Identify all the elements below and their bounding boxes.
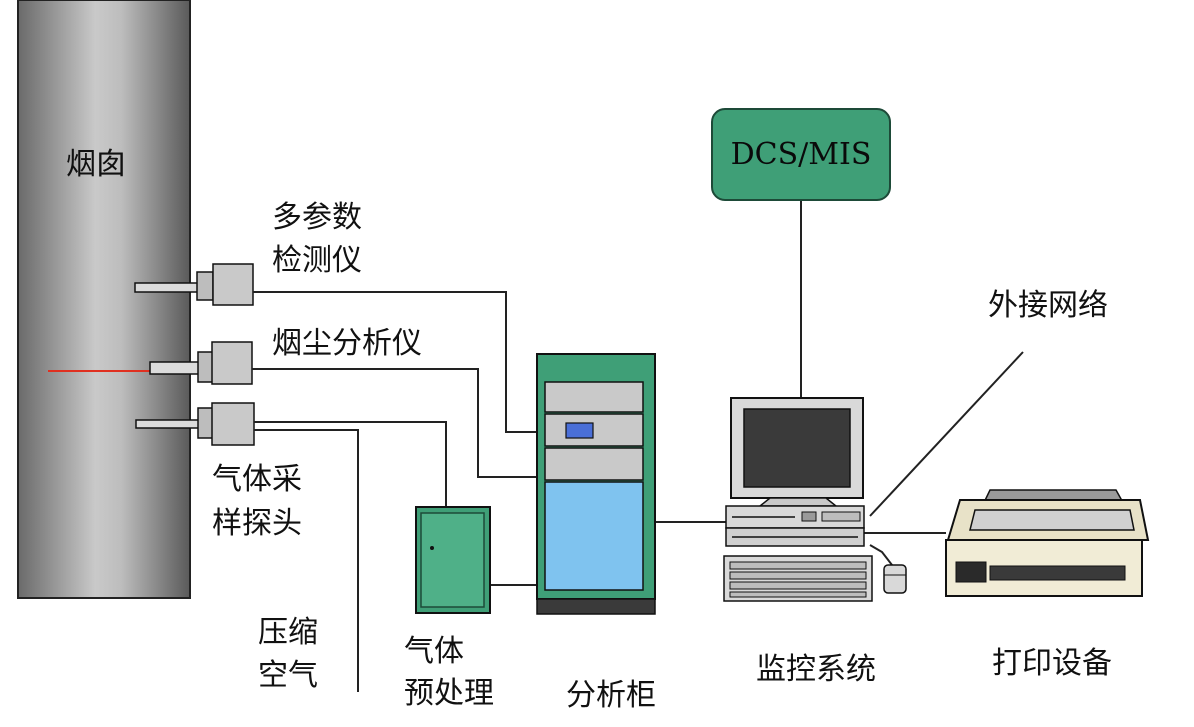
chimney: [17, 0, 191, 599]
monitoring-computer: [723, 397, 907, 602]
dust-analyzer-probe: [149, 341, 253, 385]
printer: [945, 489, 1150, 597]
gas-sampling-probe: [135, 402, 255, 446]
gas-probe-label-1: 气体采: [212, 462, 302, 497]
chimney-label: 烟囱: [66, 147, 126, 182]
multi-param-label-1: 多参数: [272, 200, 362, 235]
cabinet-label: 分析柜: [566, 678, 656, 713]
compressed-air-label-2: 空气: [258, 658, 318, 693]
dust-analyzer-label: 烟尘分析仪: [272, 326, 422, 361]
dcs-mis-label: DCS/MIS: [730, 137, 872, 172]
print-device-label: 打印设备: [992, 646, 1112, 681]
analysis-cabinet: [536, 353, 656, 615]
pretreat-label-1: 气体: [404, 634, 464, 669]
gas-pretreatment-box: [415, 506, 491, 614]
gas-probe-label-2: 样探头: [212, 506, 302, 541]
multi-param-probe: [134, 263, 254, 306]
multi-param-label-2: 检测仪: [272, 243, 362, 278]
compressed-air-label-1: 压缩: [258, 615, 318, 650]
external-network-label: 外接网络: [988, 288, 1108, 323]
pretreat-label-2: 预处理: [404, 676, 494, 711]
monitor-system-label: 监控系统: [756, 652, 876, 687]
connection-lines: [252, 201, 1024, 692]
dcs-mis-box: DCS/MIS: [711, 108, 891, 201]
